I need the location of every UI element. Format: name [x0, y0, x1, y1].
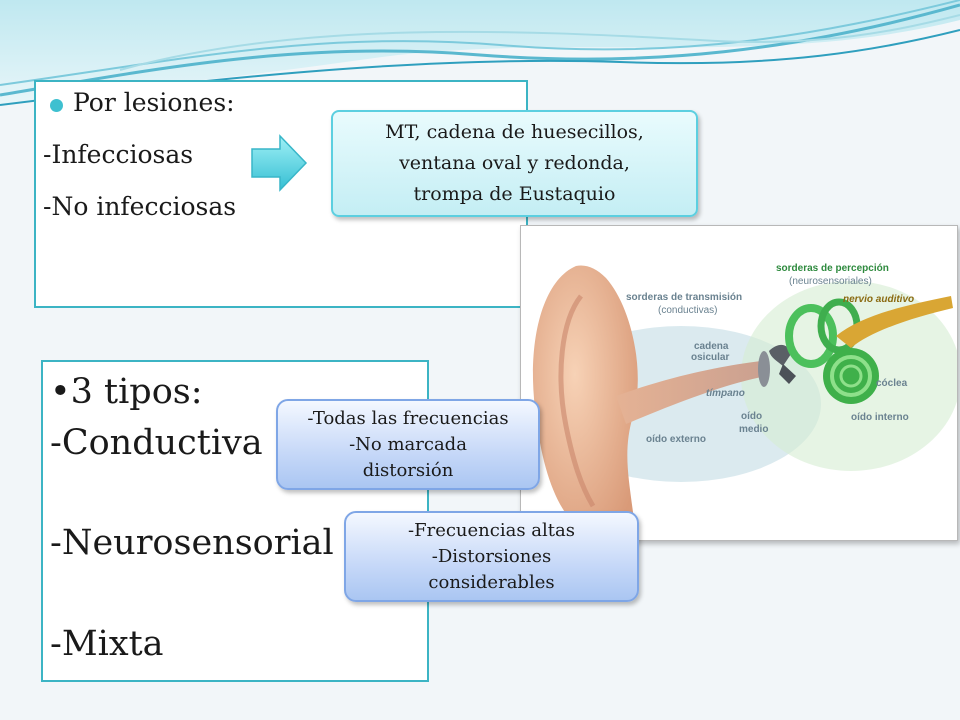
label-cadena: cadena [694, 341, 729, 352]
bullet-symbol: • [50, 372, 71, 412]
infecciosas-line: -Infecciosas [43, 140, 194, 169]
label-oido-externo: oído externo [646, 434, 706, 445]
ear-anatomy-diagram: sorderas de percepción (neurosensoriales… [520, 225, 960, 541]
callout-line: -Distorsiones [431, 545, 552, 567]
label-timpano: tímpano [706, 388, 745, 399]
callout-line: MT, cadena de huesecillos, [385, 121, 644, 143]
label-nervio-auditivo: nervio auditivo [843, 294, 914, 305]
bullet-dot [50, 99, 63, 112]
callout-line: considerables [428, 571, 555, 593]
callout-line: -Todas las frecuencias [307, 407, 509, 429]
ear-illustration: sorderas de percepción (neurosensoriales… [532, 263, 960, 538]
type-conductiva: -Conductiva [50, 423, 263, 463]
label-coclea: cóclea [876, 378, 908, 389]
neurosensorial-callout: -Frecuencias altas -Distorsiones conside… [344, 511, 639, 602]
label-oido-interno: oído interno [851, 412, 909, 423]
type-mixta: -Mixta [50, 624, 164, 664]
label-neurosensoriales: (neurosensoriales) [789, 276, 872, 287]
label-sorderas-percepcion: sorderas de percepción [776, 263, 889, 274]
callout-line: ventana oval y redonda, [399, 152, 630, 174]
label-conductivas: (conductivas) [658, 305, 717, 316]
lesions-heading: Por lesiones: [73, 88, 235, 117]
right-arrow-icon [251, 134, 308, 192]
types-heading: •3 tipos: [50, 372, 203, 412]
types-heading-text: 3 tipos: [70, 372, 203, 412]
callout-line: -No marcada [349, 433, 467, 455]
no-infecciosas-line: -No infecciosas [43, 192, 237, 221]
label-sorderas-transmision: sorderas de transmisión [626, 292, 742, 303]
label-oido: oído [741, 411, 762, 422]
conductiva-callout: -Todas las frecuencias -No marcada disto… [276, 399, 540, 490]
callout-line: -Frecuencias altas [408, 519, 575, 541]
middle-ear-structures-callout: MT, cadena de huesecillos, ventana oval … [331, 110, 698, 217]
label-osicular: osicular [691, 352, 729, 363]
callout-line: trompa de Eustaquio [413, 183, 616, 205]
callout-line: distorsión [362, 459, 454, 481]
type-neurosensorial: -Neurosensorial [50, 523, 334, 563]
label-medio: medio [739, 424, 768, 435]
